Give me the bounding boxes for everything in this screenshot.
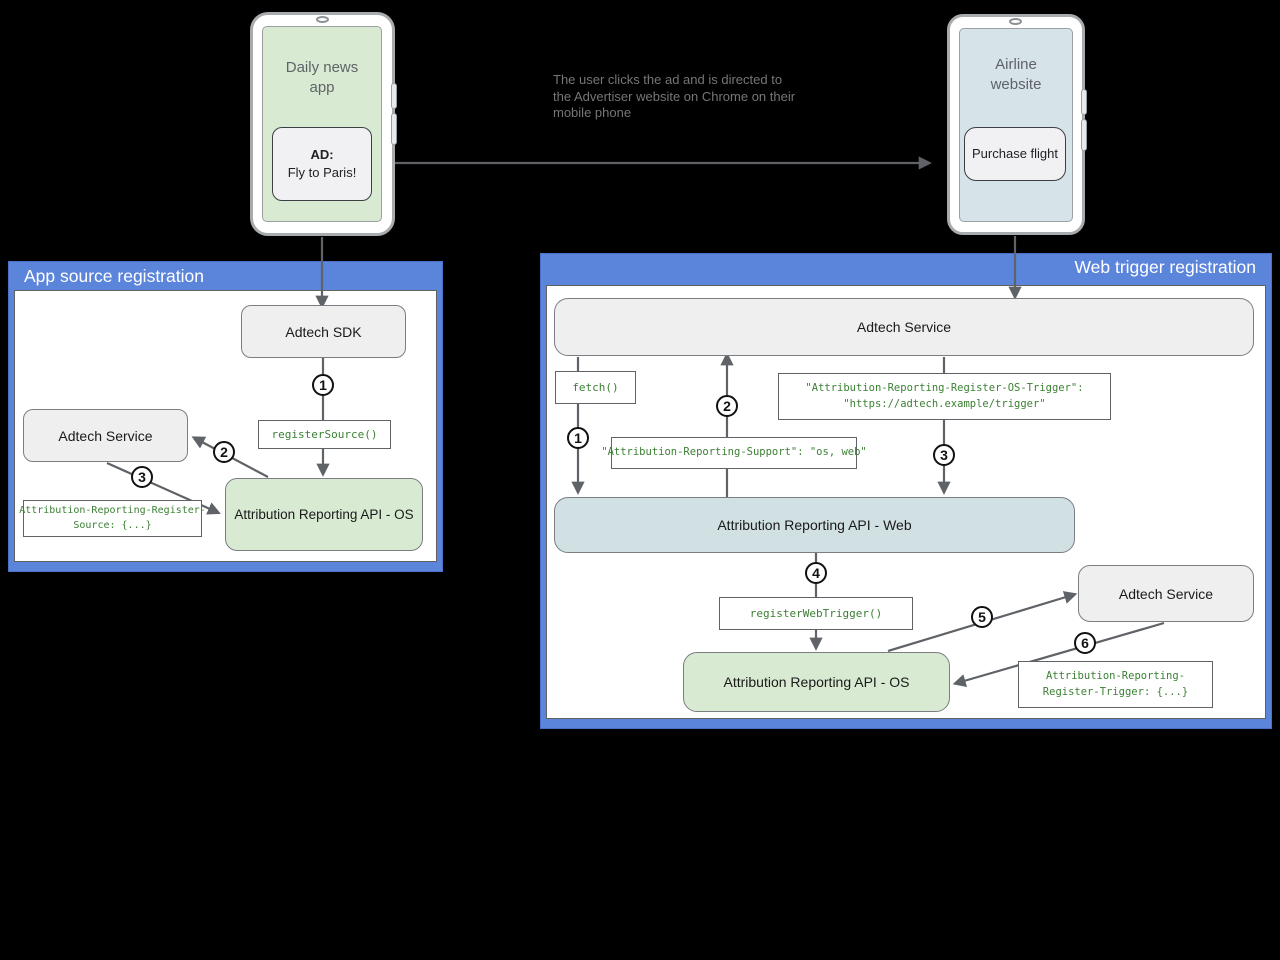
phone-volume-button (1081, 89, 1087, 115)
code-line: Register-Trigger: {...} (1042, 685, 1189, 698)
ad-heading: AD: (310, 147, 334, 163)
code-line: registerSource() (271, 427, 378, 441)
code-line: Attribution-Reporting- (1045, 670, 1186, 683)
step-badge-5: 5 (971, 606, 993, 628)
airline-website-title: Airline website (990, 56, 1042, 94)
node-attribution-api-web: Attribution Reporting API - Web (554, 497, 1075, 553)
node-attribution-api-os-right: Attribution Reporting API - OS (683, 652, 950, 712)
phone-power-button (391, 113, 397, 145)
node-adtech-sdk: Adtech SDK (241, 305, 406, 358)
ad-box: AD: Fly to Paris! (272, 127, 372, 201)
phone-camera-icon (316, 16, 329, 23)
node-attribution-api-os-left: Attribution Reporting API - OS (225, 478, 423, 551)
app-panel-title: App source registration (24, 266, 204, 286)
ad-text: Fly to Paris! (287, 165, 357, 180)
purchase-flight-button: Purchase flight (964, 127, 1066, 181)
code-fetch: fetch() (555, 371, 636, 404)
step-badge-1: 1 (567, 427, 589, 449)
node-adtech-service-right: Adtech Service (1078, 565, 1254, 622)
phone-volume-button (391, 83, 397, 109)
code-line: "Attribution-Reporting-Support": "os, we… (601, 446, 867, 459)
code-register-source-header: Attribution-Reporting-Register- Source: … (19, 500, 206, 537)
node-adtech-service-top: Adtech Service (554, 298, 1254, 356)
code-register-trigger-header: Attribution-Reporting- Register-Trigger:… (1018, 661, 1213, 708)
phone-power-button (1081, 119, 1087, 151)
step-badge-2: 2 (213, 441, 235, 463)
phone-camera-icon (1009, 18, 1022, 25)
ad-click-caption: The user clicks the ad and is directed t… (553, 72, 796, 121)
step-badge-1: 1 (312, 374, 334, 396)
node-adtech-service-left: Adtech Service (23, 409, 188, 462)
code-line: Source: {...} (73, 519, 152, 531)
step-badge-2: 2 (716, 395, 738, 417)
code-register-web-trigger: registerWebTrigger() (719, 597, 913, 630)
step-badge-4: 4 (805, 562, 827, 584)
code-line: registerWebTrigger() (749, 606, 883, 620)
airline-screen (959, 28, 1073, 222)
purchase-flight-label: Purchase flight (972, 146, 1058, 162)
step-badge-6: 6 (1074, 632, 1096, 654)
code-line: fetch() (572, 380, 619, 394)
code-line: Attribution-Reporting-Register- (19, 505, 206, 516)
daily-news-app-title: Daily news app (285, 59, 359, 97)
code-register-source: registerSource() (258, 420, 391, 449)
code-os-trigger-header: "Attribution-Reporting-Register-OS-Trigg… (778, 373, 1111, 420)
code-line: "Attribution-Reporting-Register-OS-Trigg… (805, 382, 1084, 395)
web-panel-title: Web trigger registration (1074, 257, 1256, 277)
step-badge-3: 3 (933, 444, 955, 466)
code-support-header: "Attribution-Reporting-Support": "os, we… (601, 437, 867, 469)
code-line: "https://adtech.example/trigger" (843, 397, 1046, 410)
step-badge-3: 3 (131, 466, 153, 488)
